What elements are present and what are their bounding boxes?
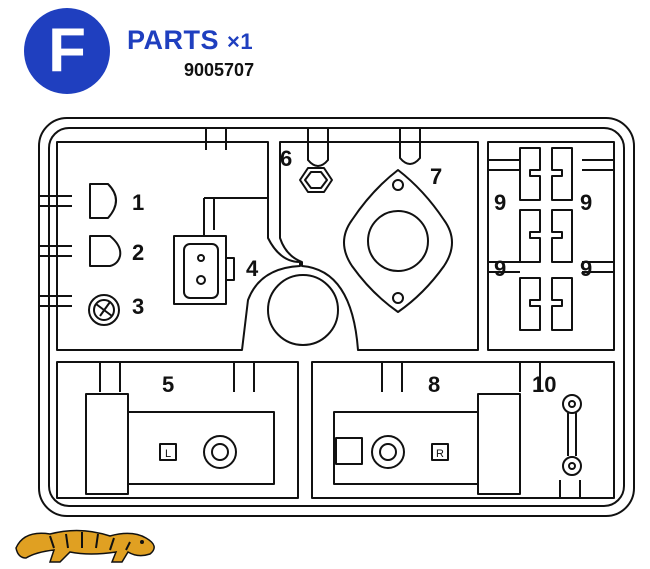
cell-top-right: [487, 141, 615, 351]
part-5-side-box: [159, 443, 177, 461]
part-10-eye-bottom: [562, 456, 582, 476]
part-3-label: 3: [132, 294, 144, 319]
part-8-label: 8: [428, 372, 440, 397]
parts-quantity: ×1: [227, 29, 254, 54]
gate-right-c: [488, 261, 520, 273]
part-9-clip-2: [551, 147, 573, 201]
parts-label: PARTS: [127, 25, 220, 55]
part-1-shape: [89, 183, 117, 219]
cell-bottom-left: [56, 361, 299, 499]
part-9-label: 9: [494, 190, 506, 215]
part-3-shape: [88, 294, 120, 326]
part-9-clip-5: [519, 277, 541, 331]
gate-bottom-5: [99, 362, 121, 392]
gate-top-7: [399, 128, 421, 165]
part-5-label: 5: [162, 372, 174, 397]
sprue-frame: [38, 117, 635, 517]
gate-right-a: [488, 159, 520, 171]
part-5-plate: [127, 411, 275, 485]
center-hub: [267, 274, 339, 346]
gate-right-d: [582, 261, 614, 273]
part-number: 9005707: [184, 60, 255, 80]
part-10-eye-top-hole: [568, 400, 576, 408]
part-6-shape: [299, 167, 333, 193]
part-8-side-box: [431, 443, 449, 461]
part-7-hole-bottom: [392, 292, 404, 304]
part-4-label: 4: [246, 256, 259, 281]
part-8-boss-inner: [379, 443, 397, 461]
part-9-clip-6: [551, 277, 573, 331]
part-3-detail: [95, 301, 113, 317]
part-9-label: 9: [580, 256, 592, 281]
part-9-label: 9: [494, 256, 506, 281]
gate-bottom-5b: [233, 362, 255, 392]
part-4-hole-2: [196, 275, 206, 285]
gate-bottom-8: [381, 362, 403, 392]
part-4-hole-1: [197, 254, 205, 262]
gate-left-2: [40, 245, 72, 257]
gate-top-left: [205, 128, 227, 150]
part-8-block: [477, 393, 521, 495]
part-4-runner: [203, 197, 268, 236]
part-7-shape: [343, 169, 453, 313]
part-4-socket: [183, 243, 219, 299]
part-5-boss-inner: [211, 443, 229, 461]
part-10-rod: [567, 413, 577, 456]
part-9-clip-4: [551, 209, 573, 263]
gate-left-3: [40, 295, 72, 307]
part-3-inner: [93, 299, 115, 321]
part-9-clip-3: [519, 209, 541, 263]
part-10-eye-top: [562, 394, 582, 414]
tiger-icon: [15, 529, 155, 563]
cell-top-left: [56, 141, 301, 351]
parts-title: PARTS ×1: [127, 25, 253, 56]
part-6-inner: [304, 171, 328, 189]
part-2-shape: [89, 235, 122, 267]
part-8-boss: [371, 435, 405, 469]
part-7-label: 7: [430, 164, 442, 189]
part-9-clip-1: [519, 147, 541, 201]
part-4-tab: [225, 257, 235, 281]
part-8-notch: [335, 437, 363, 465]
sprue-letter: F: [48, 16, 86, 85]
gate-bottom-8b: [519, 362, 541, 392]
cell-top-middle: [279, 141, 479, 351]
part-5-block: [85, 393, 129, 495]
part-1-label: 1: [132, 190, 144, 215]
right-side-mark: R: [436, 448, 444, 460]
sprue-frame-inner: [48, 127, 625, 507]
gate-left-1: [40, 195, 72, 207]
left-side-mark: L: [165, 448, 171, 460]
part-8-plate: [333, 411, 479, 485]
part-6-label: 6: [280, 146, 292, 171]
gate-top-6: [307, 128, 329, 167]
part-2-label: 2: [132, 240, 144, 265]
gate-bottom-10: [559, 480, 581, 498]
part-9-label: 9: [580, 190, 592, 215]
gate-right-b: [582, 159, 614, 171]
part-5-boss: [203, 435, 237, 469]
cell-bottom-right: [311, 361, 615, 499]
part-7-bore: [367, 210, 429, 272]
part-10-label: 10: [532, 372, 556, 397]
part-10-eye-bottom-hole: [568, 462, 576, 470]
sprue-letter-badge: F: [24, 8, 110, 94]
part-7-hole-top: [392, 179, 404, 191]
